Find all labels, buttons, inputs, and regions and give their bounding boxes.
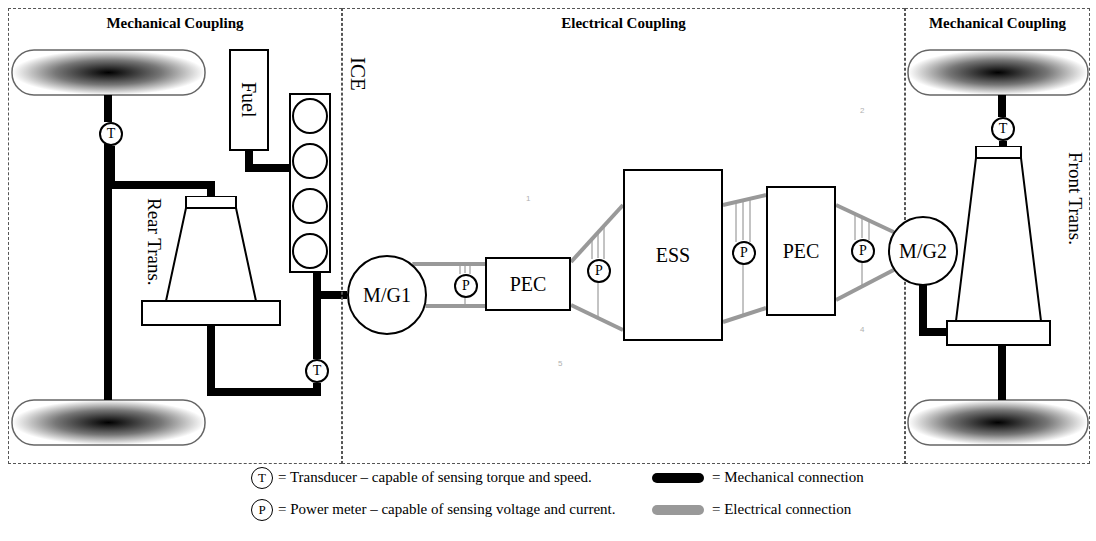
electrical-connection (723, 195, 766, 322)
connector-line (836, 270, 894, 300)
legend-text: = Electrical connection (712, 501, 851, 518)
sensor-circle: P (732, 241, 756, 265)
component-label: PEC (510, 273, 547, 295)
connector-line (211, 326, 317, 392)
callout-number: 2 (860, 107, 864, 116)
legend-swatch (652, 473, 704, 483)
component-label: P (595, 263, 603, 278)
electrical-connection (571, 205, 623, 330)
connector-line (836, 205, 894, 232)
sensor-circle: T (991, 117, 1015, 141)
component-box: Fuel (229, 49, 269, 151)
motor-generator: M/G2 (888, 216, 958, 286)
symbol-letter: T (258, 471, 266, 485)
callout-number: 4 (860, 326, 864, 335)
component-label: Front Trans. (1064, 152, 1085, 245)
connector-line (111, 146, 211, 196)
coupling-region: Mechanical CouplingT Fuel ICE Rear Trans. T (8, 8, 342, 464)
connector-line (923, 284, 946, 332)
component-label: T (313, 363, 322, 378)
component-label: ICE (346, 57, 369, 91)
component-label: ESS (656, 244, 690, 266)
component-label: P (859, 243, 867, 258)
mechanical-connection (211, 326, 317, 392)
connector-line (723, 195, 766, 205)
legend-swatch (652, 505, 704, 515)
sensor-circle: P (587, 259, 611, 283)
mechanical-connection (249, 151, 289, 168)
callout-number: 1 (526, 195, 530, 204)
coupling-region: Electrical CouplingM/G1 P PEC P ESS P PEC P (342, 8, 905, 464)
sensor-circle: P (454, 274, 478, 298)
legend-text: = Power meter – capable of sensing volta… (278, 501, 616, 518)
region-heading: Mechanical Coupling (9, 15, 341, 32)
legend-text: = Transducer – capable of sensing torque… (278, 469, 592, 486)
connector-line (723, 308, 766, 322)
sensor-circle: P (851, 239, 875, 263)
transmission: Rear Trans. (141, 196, 281, 326)
connector-line (249, 151, 289, 168)
component-label: T (107, 126, 116, 141)
mechanical-connection (111, 146, 211, 196)
legend-text: = Mechanical connection (712, 469, 864, 486)
component-box: ESS (623, 169, 723, 341)
callout-number: 5 (558, 360, 562, 369)
transmission-outline (946, 146, 1051, 346)
component-label: M/G1 (363, 284, 411, 306)
component-label: Fuel (238, 82, 260, 118)
connector-line (426, 304, 486, 308)
symbol-letter: P (258, 503, 265, 517)
legend-symbol: T (251, 467, 273, 489)
coupling-region: Mechanical CouplingM/G2Front Trans.T (905, 8, 1090, 464)
connector-line (571, 205, 623, 262)
mechanical-connection (923, 284, 946, 332)
component-label: T (999, 121, 1008, 136)
connector-line (571, 305, 623, 330)
component-label: PEC (783, 240, 820, 262)
electrical-connection (836, 205, 894, 300)
region-heading: Electrical Coupling (343, 15, 904, 32)
sensor-circle: T (305, 359, 329, 383)
component-label: P (462, 278, 470, 293)
connector-line (412, 262, 485, 266)
component-box: PEC (766, 186, 836, 316)
component-label: M/G2 (899, 240, 947, 262)
motor-generator: M/G1 (347, 255, 427, 335)
component-box: PEC (485, 257, 571, 311)
transmission: Front Trans. (946, 146, 1051, 346)
component-label: Rear Trans. (143, 198, 164, 286)
legend-symbol: P (251, 499, 273, 521)
component-label: P (740, 245, 748, 260)
region-heading: Mechanical Coupling (906, 15, 1089, 32)
sensor-circle: T (99, 122, 123, 146)
wheel (12, 50, 1088, 445)
engine-block: ICE (289, 93, 331, 273)
engine-cylinders (289, 93, 331, 273)
